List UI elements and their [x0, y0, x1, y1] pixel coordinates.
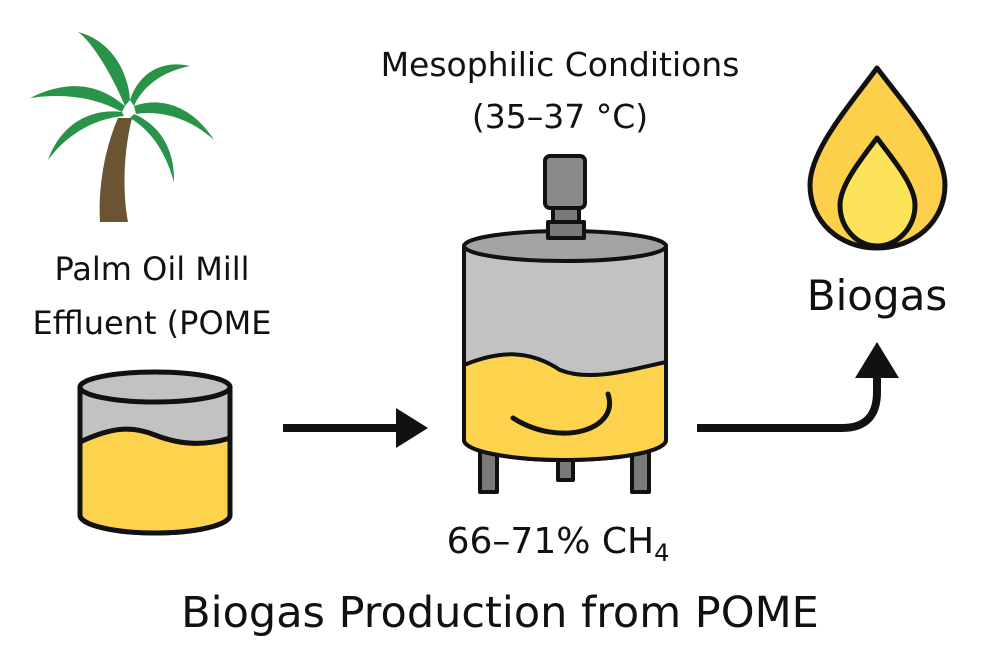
- diagram-title: Biogas Production from POME: [181, 588, 819, 638]
- anaerobic-digester-icon: [462, 154, 668, 494]
- palm-tree-icon: [30, 32, 214, 222]
- biogas-label: Biogas: [807, 271, 947, 320]
- source-label-line2: Effluent (POME: [33, 304, 272, 342]
- conditions-label-line1: Mesophilic Conditions: [381, 45, 740, 84]
- flow-arrow-to-digester: [283, 408, 428, 448]
- source-label-line1: Palm Oil Mill: [54, 250, 249, 288]
- methane-content-label: 66–71% CH4: [447, 521, 670, 567]
- flame-icon: [807, 65, 948, 251]
- pome-container-icon: [77, 369, 233, 536]
- flow-arrow-to-biogas: [697, 342, 899, 432]
- conditions-label-line2: (35–37 °C): [472, 97, 648, 136]
